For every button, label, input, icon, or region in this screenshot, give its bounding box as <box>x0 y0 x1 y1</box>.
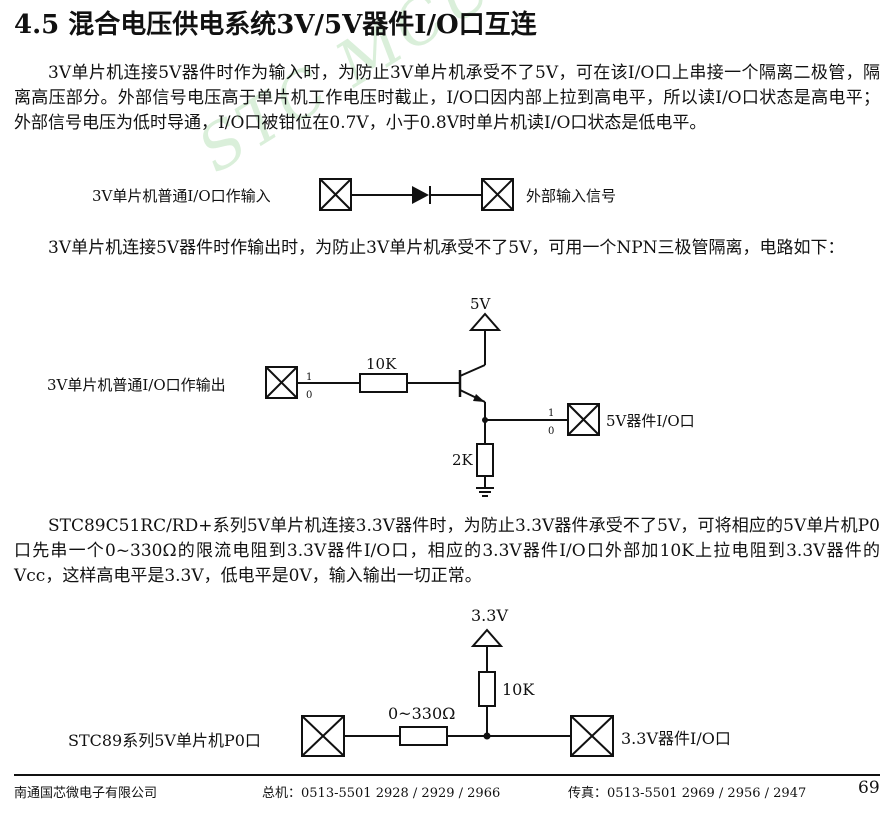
diagram2-pulldown-resistor-label: 2K <box>452 451 474 469</box>
paragraph-2-text: 3V单片机连接5V器件时作输出时，为防止3V单片机承受不了5V，可用一个NPN三… <box>48 238 845 258</box>
section-title: 4.5 混合电压供电系统3V/5V器件I/O口互连 <box>14 10 537 40</box>
diagram2-supply-label: 5V <box>470 295 492 313</box>
diagram3-junction-dot <box>483 732 491 740</box>
paragraph-input-isolation: 3V单片机连接5V器件时作为输入时，为防止3V单片机承受不了5V，可在该I/O口… <box>14 61 880 136</box>
paragraph-1-text: 3V单片机连接5V器件时作为输入时，为防止3V单片机承受不了5V，可在该I/O口… <box>14 63 880 133</box>
diagram2-right-pin-1: 1 <box>548 408 554 419</box>
pullup-resistor-icon <box>478 671 496 707</box>
diagram2-right-pin-0: 0 <box>548 426 554 437</box>
diagram2-right-label: 5V器件I/O口 <box>606 412 695 430</box>
page-number: 69 <box>858 778 880 798</box>
paragraph-output-isolation: 3V单片机连接5V器件时作输出时，为防止3V单片机承受不了5V，可用一个NPN三… <box>14 236 880 261</box>
diagram1-left-label: 3V单片机普通I/O口作输入 <box>92 187 271 205</box>
ground-icon <box>476 487 494 497</box>
diagram3-left-label: STC89系列5V单片机P0口 <box>68 731 261 750</box>
diagram3-series-label: 0~330Ω <box>388 704 455 723</box>
diagram3-pullup-label: 10K <box>502 680 535 699</box>
footer-fax: 传真：0513-5501 2969 / 2956 / 2947 <box>568 786 807 801</box>
paragraph-5v-to-3v3: STC89C51RC/RD+系列5V单片机连接3.3V器件时，为防止3.3V器件… <box>14 514 880 589</box>
footer-company: 南通国芯微电子有限公司 <box>14 786 158 801</box>
diagram2-left-label: 3V单片机普通I/O口作输出 <box>47 376 226 394</box>
npn-transistor-icon <box>458 364 486 403</box>
diagram3-vcc-arrow-icon <box>470 628 504 647</box>
diagram1-right-terminal-icon <box>481 178 514 211</box>
diagram2-left-pin-1: 1 <box>306 372 312 383</box>
diagram2-left-pin-0: 0 <box>306 390 312 401</box>
diagram1-right-label: 外部输入信号 <box>526 187 617 205</box>
paragraph-3-text: STC89C51RC/RD+系列5V单片机连接3.3V器件时，为防止3.3V器件… <box>14 516 880 586</box>
footer-phone: 总机：0513-5501 2928 / 2929 / 2966 <box>262 786 501 801</box>
diagram3-supply-label: 3.3V <box>471 606 508 625</box>
diagram2-right-terminal-icon <box>567 403 600 436</box>
footer-divider <box>14 774 880 776</box>
diagram3-right-label: 3.3V器件I/O口 <box>621 729 731 748</box>
diagram3-left-terminal-icon <box>301 715 345 757</box>
diagram3-right-terminal-icon <box>570 715 614 757</box>
series-resistor-icon <box>399 726 448 746</box>
diagram2-base-resistor-label: 10K <box>366 355 397 373</box>
